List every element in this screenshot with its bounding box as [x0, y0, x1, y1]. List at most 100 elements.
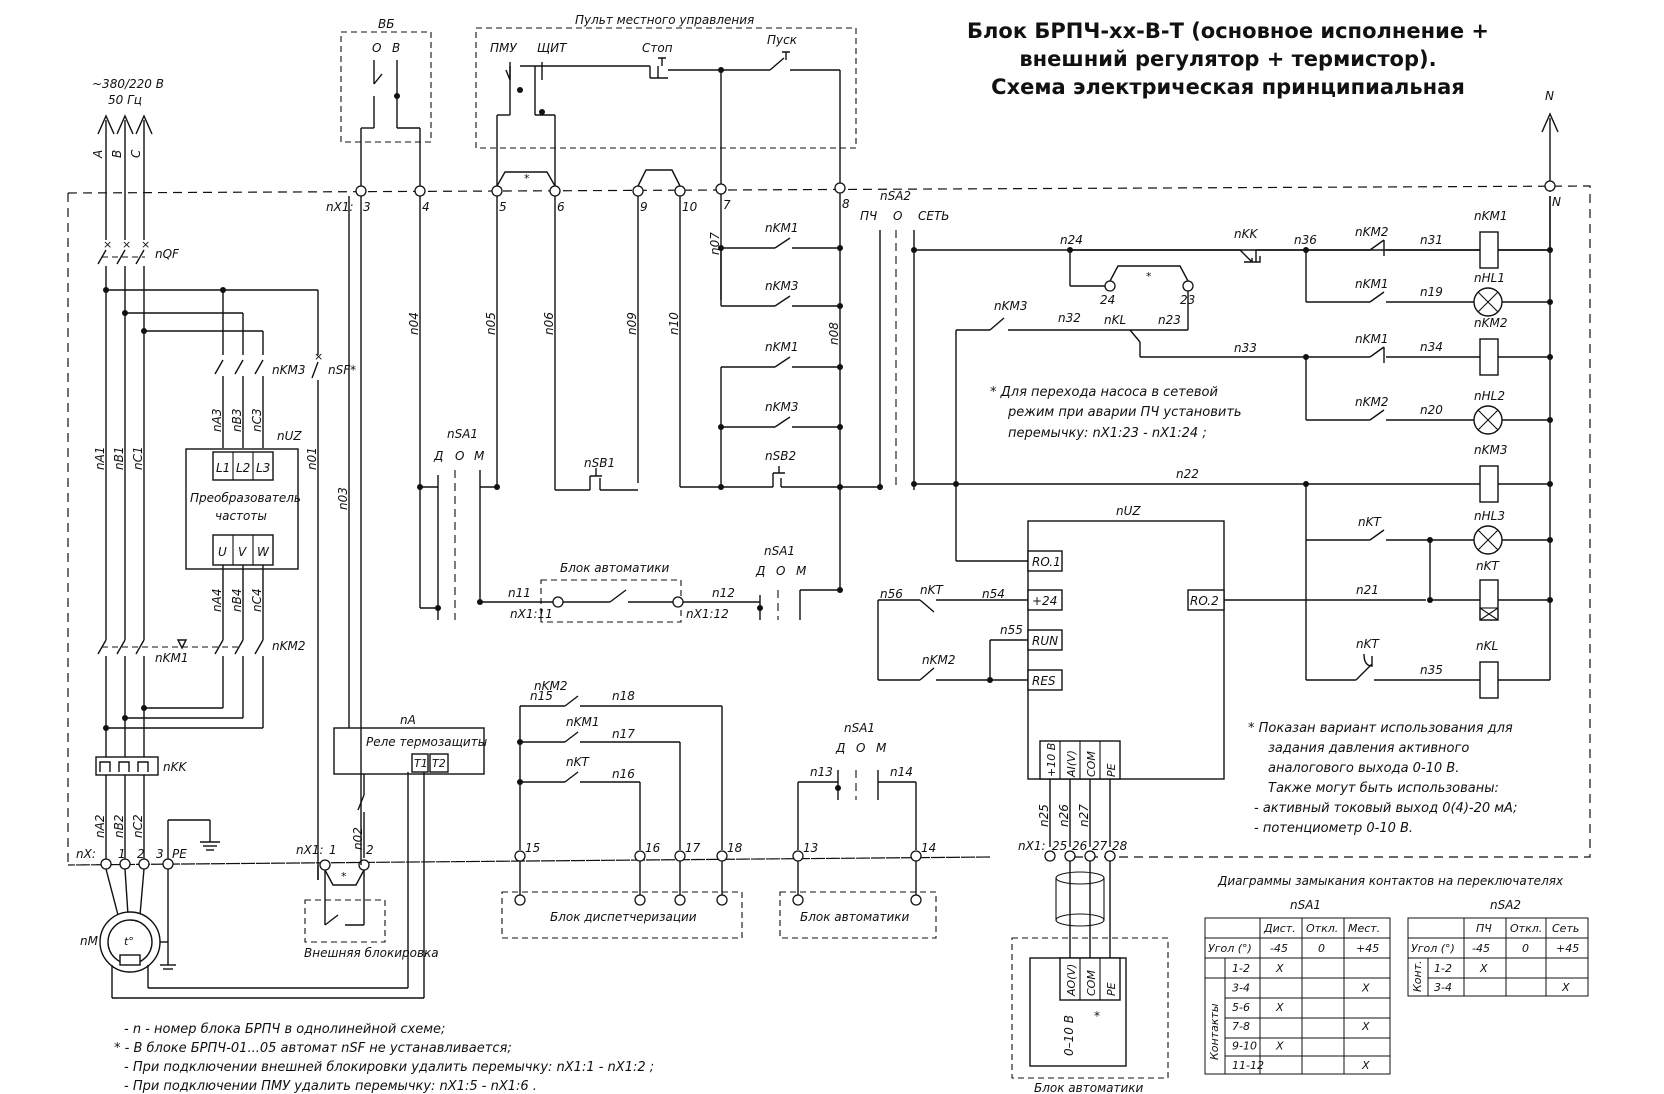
svg-text:n12: n12	[712, 586, 735, 600]
notes-right: * Для перехода насоса в сетевой режим пр…	[990, 385, 1517, 836]
svg-text:28: 28	[1112, 839, 1128, 853]
svg-text:2: 2	[366, 843, 374, 857]
title-line-3: Схема электрическая принципиальная	[991, 75, 1465, 99]
svg-text:n14: n14	[890, 765, 913, 779]
svg-text:О: О	[776, 564, 785, 578]
svg-text:n55: n55	[1000, 623, 1023, 637]
svg-text:+45: +45	[1356, 942, 1379, 955]
svg-text:PE: PE	[1105, 763, 1118, 777]
svg-text:Д: Д	[835, 741, 845, 755]
svg-text:L1: L1	[216, 461, 230, 475]
svg-text:nKM1: nKM1	[1355, 277, 1388, 291]
svg-text:nA3: nA3	[210, 409, 224, 432]
svg-text:О: О	[455, 449, 464, 463]
svg-text:Пульт местного управления: Пульт местного управления	[575, 13, 754, 27]
svg-text:* Показан вариант использован: * Показан вариант использования для	[1248, 721, 1513, 736]
svg-text:nKM3: nKM3	[765, 279, 798, 293]
svg-text:6: 6	[557, 200, 565, 214]
svg-text:nSA1: nSA1	[764, 544, 795, 558]
svg-text:PE: PE	[1105, 982, 1118, 996]
nsf-label: nSF*	[328, 363, 356, 377]
svg-text:М: М	[796, 564, 807, 578]
svg-text:nKM1: nKM1	[1355, 332, 1388, 346]
svg-text:Блок автоматики: Блок автоматики	[1034, 1081, 1144, 1094]
svg-text:26: 26	[1072, 839, 1088, 853]
title-line-2: внешний регулятор + термистор).	[1019, 47, 1436, 71]
svg-text:n10: n10	[667, 312, 681, 335]
phase-b: B	[110, 150, 124, 158]
svg-text:n05: n05	[484, 312, 498, 335]
coil-nkm2	[1479, 338, 1499, 376]
svg-text:nA: nA	[400, 713, 416, 727]
svg-text:Угол (°): Угол (°)	[1411, 942, 1455, 955]
svg-text:Конт.: Конт.	[1411, 960, 1424, 992]
svg-text:n21: n21	[1356, 583, 1379, 597]
svg-text:nKT: nKT	[1358, 515, 1382, 529]
svg-text:ЩИТ: ЩИТ	[537, 41, 568, 55]
svg-text:25: 25	[1052, 839, 1067, 853]
contact-label: 1-2	[1232, 962, 1250, 975]
svg-text:n20: n20	[1420, 403, 1443, 417]
svg-text:13: 13	[803, 841, 818, 855]
supply-frequency: 50 Гц	[108, 93, 142, 107]
svg-text:перемычку: nX1:23 - nX1:24 ;: перемычку: nX1:23 - nX1:24 ;	[1008, 426, 1207, 441]
control-ladder: n04 n05 n06 n09 n10 n07 n08 nKM1 nKM3 nK…	[360, 189, 1550, 865]
svg-text:*: *	[1146, 270, 1152, 283]
svg-text:nKM1: nKM1	[765, 340, 798, 354]
svg-text:nSA2: nSA2	[880, 189, 911, 203]
contact-label: 11-12	[1232, 1059, 1264, 1072]
phase-c: C	[129, 149, 143, 158]
svg-text:n11: n11	[508, 586, 531, 600]
svg-text:nC4: nC4	[250, 588, 264, 612]
svg-text:О: О	[372, 41, 381, 55]
svg-text:n09: n09	[625, 312, 639, 335]
svg-text:n22: n22	[1176, 467, 1199, 481]
right-ladder: n24 24 23 * nKK n36 nKM2 n31 nKM1 nKM1 n…	[911, 196, 1553, 699]
svg-text:nX:: nX:	[76, 847, 96, 861]
svg-text:8: 8	[842, 197, 850, 211]
svg-text:аналогового выхода 0-10 В.: аналогового выхода 0-10 В.	[1268, 761, 1459, 776]
svg-text:Также могут быть использованы:: Также могут быть использованы:	[1268, 781, 1499, 796]
svg-text:ПМУ: ПМУ	[490, 41, 517, 55]
svg-text:27: 27	[1092, 839, 1108, 853]
svg-text:nSB1: nSB1	[584, 456, 615, 470]
svg-text:nKT: nKT	[1476, 559, 1500, 573]
svg-text:nKL: nKL	[1104, 313, 1126, 327]
switch-diagrams: Диаграммы замыкания контактов на переклю…	[1204, 874, 1589, 1075]
svg-text:nKM2: nKM2	[922, 653, 955, 667]
svg-text:О: О	[856, 741, 865, 755]
svg-text:режим при аварии ПЧ установить: режим при аварии ПЧ установить	[1007, 405, 1242, 420]
svg-text:nC1: nC1	[131, 446, 145, 470]
closure-mark: X	[1275, 1001, 1284, 1014]
svg-text:- активный токовый выход 0(4)-: - активный токовый выход 0(4)-20 мА;	[1254, 801, 1517, 816]
svg-text:×: ×	[103, 238, 112, 251]
svg-text:n32: n32	[1058, 311, 1081, 325]
svg-text:nKT: nKT	[566, 755, 590, 769]
svg-text:задания давления активного: задания давления активного	[1268, 741, 1469, 756]
svg-text:15: 15	[525, 841, 540, 855]
contact-label: 1-2	[1434, 962, 1452, 975]
svg-text:×: ×	[141, 238, 150, 251]
svg-text:*: *	[1094, 1009, 1100, 1023]
svg-text:n24: n24	[1060, 233, 1083, 247]
svg-text:T1: T1	[414, 757, 428, 770]
svg-text:L3: L3	[256, 461, 270, 475]
neutral-label: N	[1545, 89, 1554, 103]
svg-text:nKM3: nKM3	[1474, 443, 1507, 457]
svg-text:n27: n27	[1077, 804, 1091, 827]
nkm3-main-label: nKM3	[272, 363, 305, 377]
svg-text:n35: n35	[1420, 663, 1443, 677]
note-4: - При подключении ПМУ удалить перемычку:…	[124, 1079, 537, 1094]
svg-text:n18: n18	[612, 689, 635, 703]
svg-text:М: М	[474, 449, 485, 463]
closure-mark: X	[1479, 962, 1488, 975]
svg-text:Откл.: Откл.	[1306, 922, 1338, 935]
svg-text:n56: n56	[880, 587, 903, 601]
svg-text:n26: n26	[1057, 804, 1071, 827]
closure-mark: X	[1361, 1020, 1370, 1033]
svg-text:U: U	[218, 545, 227, 559]
svg-text:PE: PE	[172, 847, 187, 861]
